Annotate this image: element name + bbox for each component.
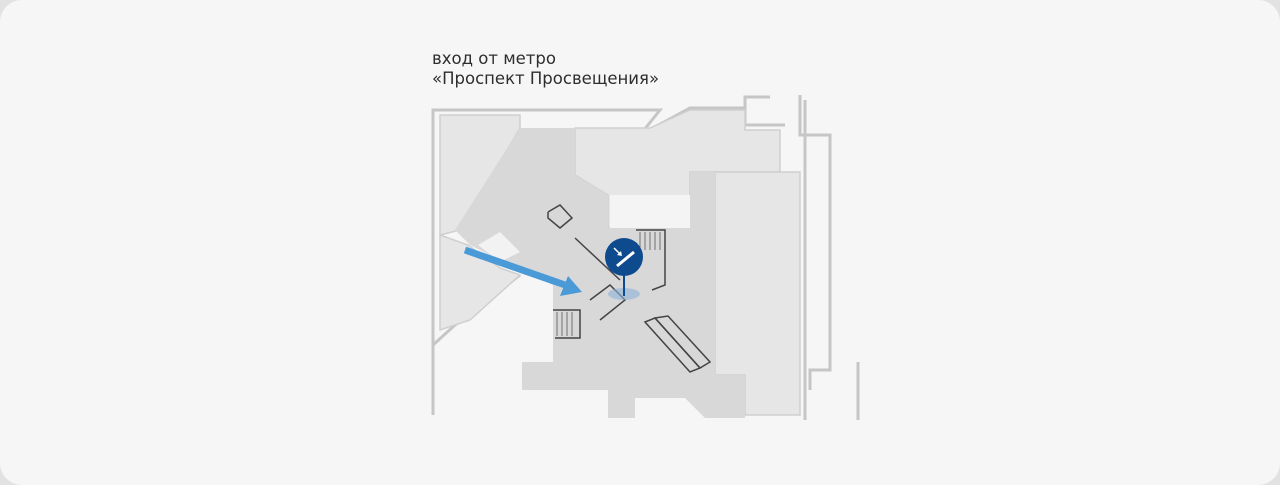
white-room [610,195,690,228]
main-floor [455,128,745,418]
entrance-label-line1: вход от метро [432,49,556,68]
direction-arrow-icon [463,246,582,296]
entrance-label-line2: «Проспект Просвещения» [432,69,660,88]
escalators [547,204,712,373]
white-niche [478,232,520,262]
entrance-pin-icon[interactable] [605,238,643,300]
